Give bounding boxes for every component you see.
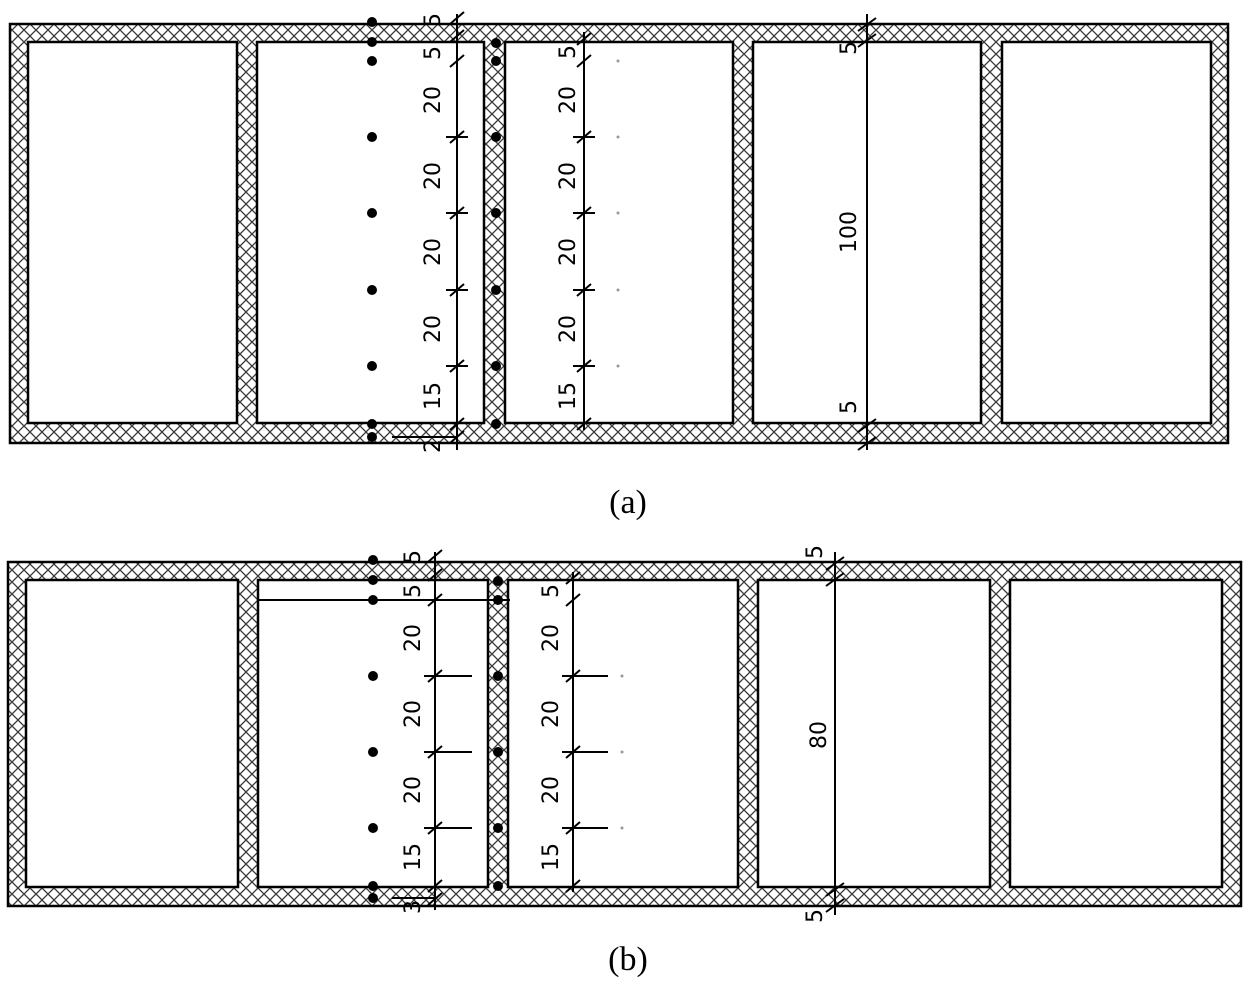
figure-b-height-dimension <box>825 552 845 915</box>
dim-label: 20 <box>556 86 581 114</box>
dim-label: 15 <box>401 843 426 871</box>
figure-b-right-dimension-labels: 5 20 20 20 15 <box>539 584 564 871</box>
dim-label: 20 <box>421 238 446 266</box>
dim-label-bottom: 5 <box>837 400 862 414</box>
dim-label: 20 <box>421 162 446 190</box>
dim-label: 20 <box>539 624 564 652</box>
dim-label: 20 <box>556 238 581 266</box>
dim-label: 20 <box>421 315 446 343</box>
dim-label-height: 100 <box>837 211 862 253</box>
figure-b-marker-dots-right <box>620 674 624 830</box>
figure-a-caption: (a) <box>609 484 647 521</box>
dim-label-bottom: 5 <box>803 909 828 923</box>
dim-label: 20 <box>421 86 446 114</box>
figure-a-right-dimension-labels: 5 20 20 20 20 15 <box>556 45 581 410</box>
dim-label: 20 <box>401 624 426 652</box>
dim-label-height: 80 <box>807 721 832 749</box>
dim-label: 20 <box>556 315 581 343</box>
figure-b-measuring-points-web <box>493 576 503 891</box>
dim-label: 20 <box>539 700 564 728</box>
figure-b-left-dimension-chain <box>392 549 472 910</box>
dim-label: 5 <box>401 584 426 598</box>
figure-a-left-dimension-chain <box>392 11 468 450</box>
figure-b-right-dimension-chain <box>562 571 608 893</box>
dim-label: 5 <box>539 584 564 598</box>
dim-label: 5 <box>421 46 446 60</box>
figure-a-left-dimension-labels: 5 5 20 20 20 20 15 2 <box>421 13 446 453</box>
figure-a-height-dimension <box>857 14 877 451</box>
figure-a-right-dimension-chain <box>573 32 595 431</box>
dim-label: 5 <box>401 550 426 564</box>
figure-b-box-girder-section <box>6 560 1243 908</box>
dim-label: 20 <box>556 162 581 190</box>
dim-label: 5 <box>421 13 446 27</box>
figure-a: 5 5 20 20 20 20 15 2 5 20 20 <box>8 11 1230 521</box>
dim-label: 15 <box>556 382 581 410</box>
dim-label: 5 <box>556 45 581 59</box>
dim-label: 2 <box>421 439 446 453</box>
figure-b: 5 5 20 20 20 15 3 5 20 20 20 15 <box>6 545 1243 978</box>
dim-label: 20 <box>401 700 426 728</box>
dim-label-top: 5 <box>803 545 828 559</box>
figure-b-caption: (b) <box>608 941 648 978</box>
dim-label-top: 5 <box>837 41 862 55</box>
dim-label: 20 <box>401 776 426 804</box>
figure-a-box-girder-section <box>8 22 1230 445</box>
figure-a-marker-dots-right <box>616 59 620 368</box>
figure-a-measuring-points-web <box>491 38 501 429</box>
dim-label: 20 <box>539 776 564 804</box>
figure-a-measuring-points-left <box>367 17 377 442</box>
dim-label: 3 <box>401 900 426 914</box>
dim-label: 15 <box>539 843 564 871</box>
dim-label: 15 <box>421 382 446 410</box>
figure-b-measuring-points-left <box>368 555 378 903</box>
figure-b-left-dimension-labels: 5 5 20 20 20 15 3 <box>401 550 426 914</box>
